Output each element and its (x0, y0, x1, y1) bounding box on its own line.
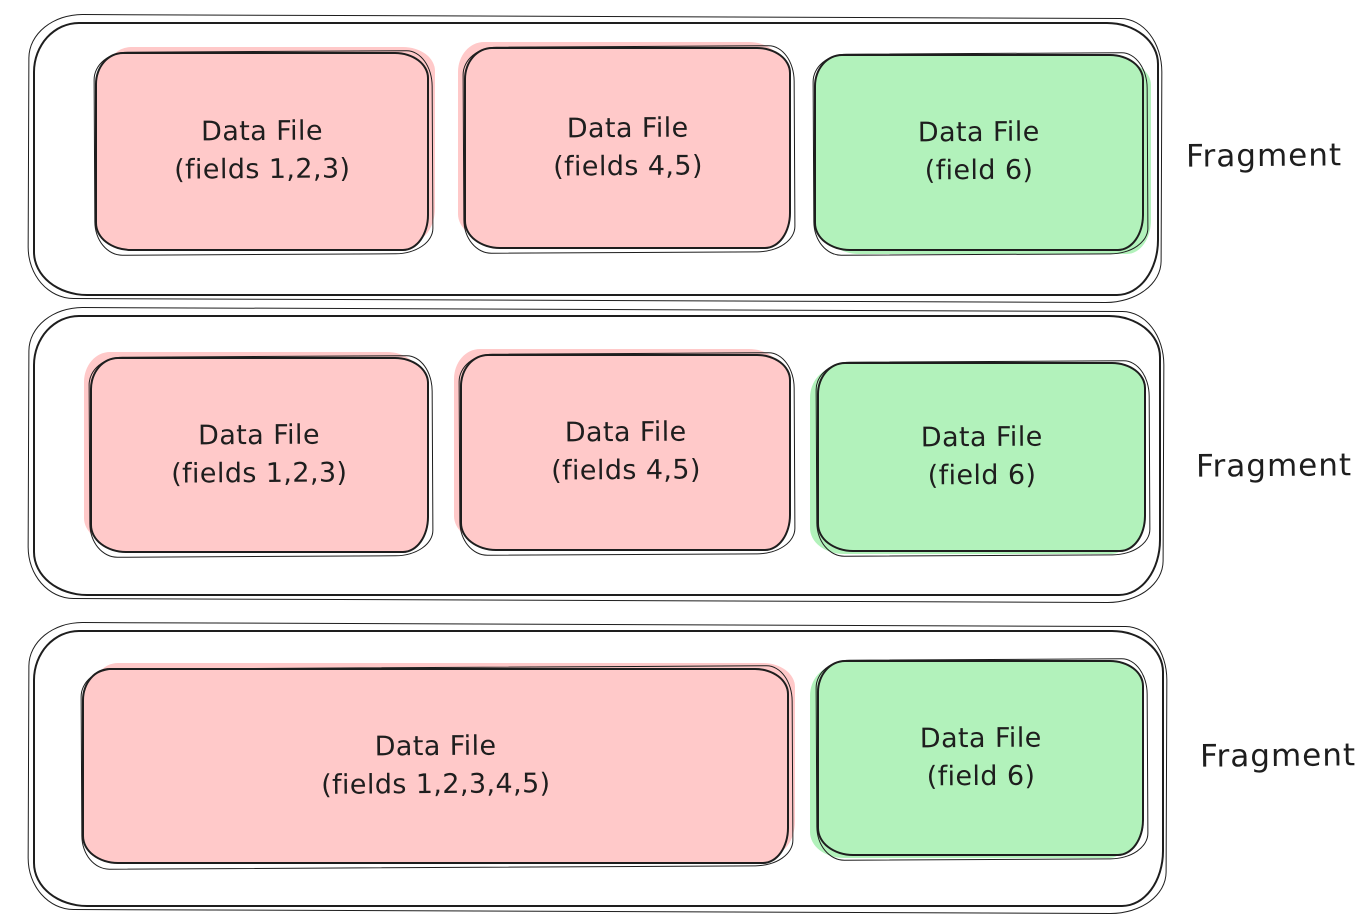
data-file-box-fields-123: Data File (fields 1,2,3) (95, 52, 429, 251)
data-file-label: Data File (field 6) (917, 116, 1040, 187)
data-file-box-fields-45: Data File (fields 4,5) (464, 47, 791, 249)
data-file-box-fields-123: Data File (fields 1,2,3) (90, 357, 429, 553)
data-file-label: Data File (fields 4,5) (552, 112, 703, 183)
data-file-box-field-6: Data File (field 6) (817, 660, 1144, 856)
fragment-label: Fragment (1185, 137, 1343, 175)
data-file-label: Data File (field 6) (919, 722, 1042, 793)
data-file-box-fields-12345: Data File (fields 1,2,3,4,5) (82, 668, 789, 864)
fragment-container-1: Data File (fields 1,2,3) Data File (fiel… (33, 22, 1159, 296)
data-file-box-fields-45: Data File (fields 4,5) (460, 354, 791, 551)
fragment-label: Fragment (1195, 447, 1353, 485)
fragment-container-2: Data File (fields 1,2,3) Data File (fiel… (33, 315, 1161, 596)
data-file-label: Data File (fields 1,2,3) (173, 115, 351, 187)
fragment-label: Fragment (1199, 737, 1357, 775)
data-file-label: Data File (fields 1,2,3) (171, 419, 348, 490)
data-file-box-field-6: Data File (field 6) (817, 362, 1146, 552)
data-file-label: Data File (fields 4,5) (550, 416, 701, 488)
fragment-container-3: Data File (fields 1,2,3,4,5) Data File (… (33, 630, 1164, 907)
data-file-box-field-6: Data File (field 6) (814, 54, 1144, 251)
data-file-label: Data File (field 6) (920, 421, 1043, 492)
data-file-label: Data File (fields 1,2,3,4,5) (320, 730, 551, 801)
